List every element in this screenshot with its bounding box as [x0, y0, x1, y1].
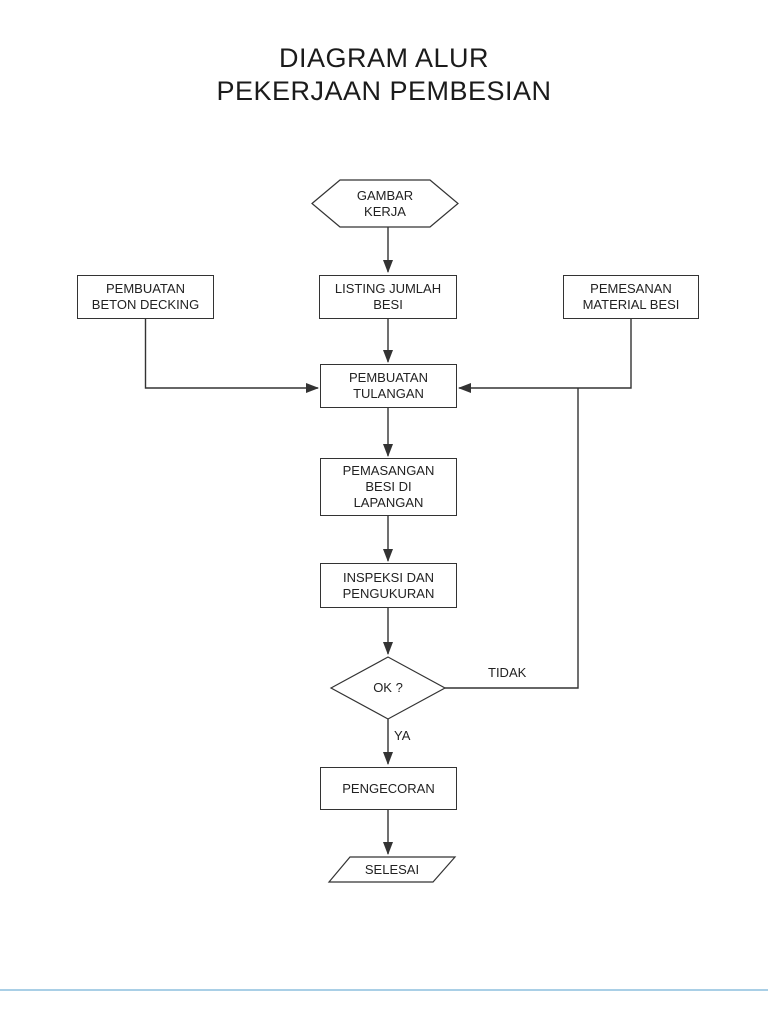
node-label-line: BETON DECKING	[91, 297, 200, 312]
edge-label-ya: YA	[394, 728, 411, 743]
node-label-line: BESI DI	[365, 479, 412, 494]
node-pemasangan-besi-di-lapangan: PEMASANGAN BESI DI LAPANGAN	[320, 458, 457, 516]
node-pembuatan-tulangan: PEMBUATAN TULANGAN	[320, 364, 457, 408]
node-label-line: BESI	[373, 297, 403, 312]
node-label-line: GAMBAR	[356, 187, 414, 203]
node-label-line: PEMBUATAN	[349, 370, 428, 385]
node-label-line: PEMESANAN	[590, 281, 672, 296]
node-pembuatan-beton-decking: PEMBUATAN BETON DECKING	[77, 275, 214, 319]
node-listing-jumlah-besi: LISTING JUMLAH BESI	[319, 275, 457, 319]
hexagon-shape	[311, 179, 459, 228]
parallelogram-shape	[327, 856, 457, 883]
title-line-1: DIAGRAM ALUR	[278, 43, 490, 73]
node-gambar-kerja: GAMBAR KERJA	[312, 180, 458, 227]
node-label-line: PEMBUATAN	[106, 281, 185, 296]
node-label-line: PEMASANGAN	[342, 463, 435, 478]
node-label-line: TULANGAN	[353, 386, 424, 401]
node-pengecoran: PENGECORAN	[320, 767, 457, 810]
title-line-2: PEKERJAAN PEMBESIAN	[216, 76, 552, 106]
node-label-line: INSPEKSI DAN	[342, 569, 435, 585]
node-label-line: LAPANGAN	[353, 495, 424, 510]
node-label-line: KERJA	[364, 203, 406, 219]
page-bottom-divider	[0, 989, 768, 991]
node-inspeksi-dan-pengukuran: INSPEKSI DAN PENGUKURAN	[320, 563, 457, 608]
edge-tidak-feedback	[445, 388, 579, 689]
node-selesai: SELESAI	[329, 857, 455, 882]
node-label-line: MATERIAL BESI	[582, 297, 680, 312]
node-label-line: PENGECORAN	[342, 780, 435, 796]
node-ok-decision: OK ?	[331, 657, 445, 719]
node-label-line: LISTING JUMLAH	[334, 281, 442, 296]
node-label-line: SELESAI	[364, 861, 420, 877]
node-label-line: PENGUKURAN	[342, 585, 435, 601]
node-label-line: OK ?	[373, 680, 403, 695]
node-pemesanan-material-besi: PEMESANAN MATERIAL BESI	[563, 275, 699, 319]
edge-pemesanan-to-tulangan	[458, 319, 632, 393]
edge-label-tidak: TIDAK	[488, 665, 527, 680]
edge-decking-to-tulangan	[144, 319, 319, 393]
diagram-title: DIAGRAM ALUR PEKERJAAN PEMBESIAN	[0, 42, 768, 108]
